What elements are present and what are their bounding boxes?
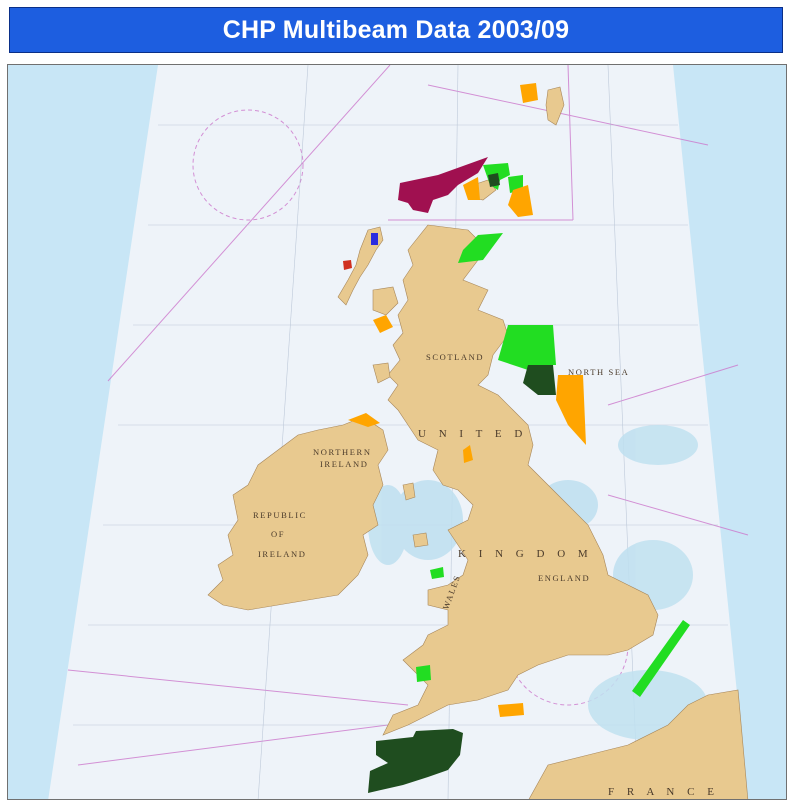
hebrides-land	[337, 226, 384, 306]
survey-area-orange	[520, 83, 538, 103]
survey-area-light-green	[416, 665, 431, 682]
label-republic-2: OF	[271, 529, 285, 539]
survey-area-light-green	[458, 233, 503, 263]
survey-area-orange	[498, 703, 524, 717]
survey-area-light-green	[430, 567, 444, 579]
label-scotland: SCOTLAND	[426, 352, 484, 362]
label-north-sea: NORTH SEA	[568, 367, 629, 377]
ireland-land	[207, 416, 389, 611]
label-republic-1: REPUBLIC	[253, 510, 307, 520]
survey-area-orange	[508, 185, 533, 217]
shetland-land	[545, 86, 565, 126]
survey-area-orange	[556, 375, 586, 445]
label-northern-ireland-2: IRELAND	[320, 459, 369, 469]
label-republic-3: IRELAND	[258, 549, 307, 559]
survey-areas	[343, 83, 690, 793]
label-northern-ireland-1: NORTHERN	[313, 447, 372, 457]
survey-area-maroon	[398, 157, 488, 213]
survey-area-light-green	[632, 620, 690, 697]
survey-area-red	[343, 260, 352, 270]
survey-area-dark-green	[488, 173, 500, 187]
survey-area-dark-green	[523, 365, 556, 395]
survey-area-orange	[348, 413, 380, 427]
islay-land	[372, 362, 391, 384]
route-lines	[67, 65, 749, 766]
survey-area-orange	[373, 315, 393, 333]
label-england: ENGLAND	[538, 573, 590, 583]
great-britain-land	[382, 224, 659, 736]
anglesey-land	[412, 532, 429, 548]
label-united: U N I T E D	[418, 428, 527, 440]
title-bar: CHP Multibeam Data 2003/09	[9, 7, 783, 53]
survey-area-orange	[463, 177, 480, 200]
survey-area-orange	[463, 445, 473, 463]
label-kingdom: K I N G D O M	[458, 548, 593, 560]
survey-area-blue	[371, 233, 378, 245]
survey-area-light-green	[498, 325, 556, 370]
skye-land	[372, 286, 399, 316]
france-land	[528, 689, 749, 799]
label-france: F R A N C E	[608, 786, 719, 798]
map-title: CHP Multibeam Data 2003/09	[222, 15, 570, 44]
survey-area-dark-green	[368, 729, 463, 793]
isle-of-man-land	[402, 482, 416, 501]
map-frame: SCOTLAND NORTH SEA U N I T E D K I N G D…	[7, 64, 787, 800]
chart-map: SCOTLAND NORTH SEA U N I T E D K I N G D…	[48, 65, 749, 799]
